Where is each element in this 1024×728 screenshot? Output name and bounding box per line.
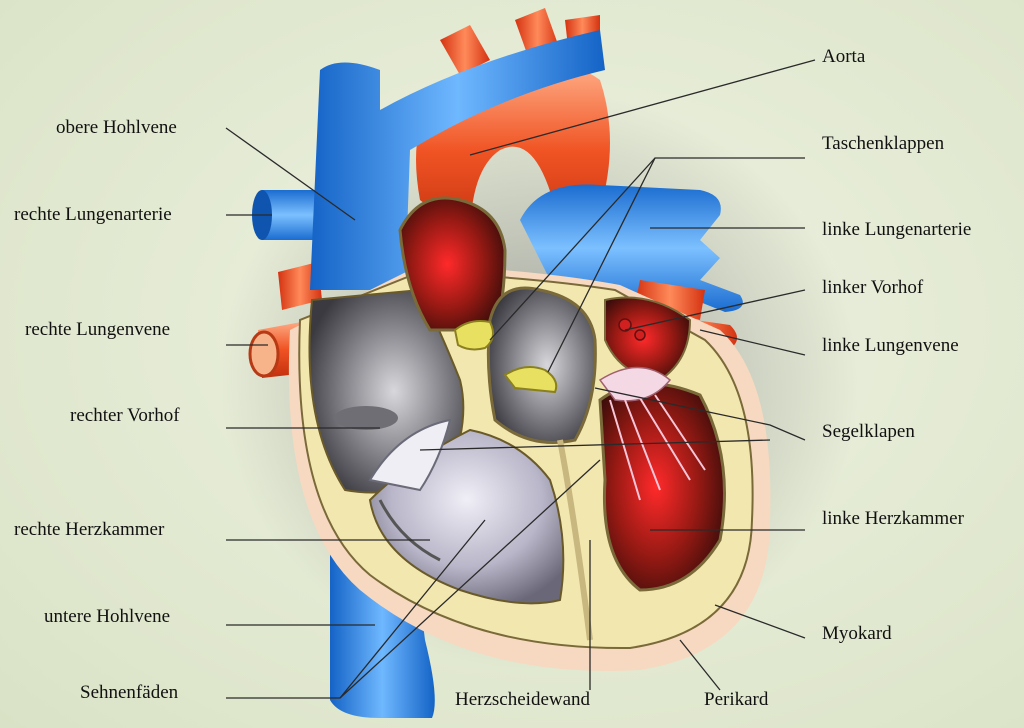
label-rechte-herzkammer: rechte Herzkammer xyxy=(14,519,165,540)
pulmonary-valve xyxy=(453,320,495,351)
left-atrium xyxy=(604,296,692,382)
interventricular-septum xyxy=(557,439,593,641)
label-rechte-lungenarterie: rechte Lungenarterie xyxy=(14,204,172,225)
label-linker-vorhof: linker Vorhof xyxy=(822,277,924,298)
chordae-tendineae-left xyxy=(609,394,706,501)
aortic-root xyxy=(486,286,597,444)
superior-vena-cava xyxy=(310,30,605,290)
label-myokard: Myokard xyxy=(822,623,892,644)
label-segelklappen: Segelklapen xyxy=(822,421,915,442)
label-sehnenfaeden: Sehnenfäden xyxy=(80,682,179,703)
tricuspid-valve xyxy=(368,418,452,492)
left-ventricle xyxy=(598,382,726,592)
aortic-chamber xyxy=(398,196,507,332)
left-pulmonary-vein-upper xyxy=(635,280,705,320)
label-rechter-vorhof: rechter Vorhof xyxy=(70,405,180,426)
right-pulmonary-artery xyxy=(256,190,330,240)
label-linke-herzkammer: linke Herzkammer xyxy=(822,508,964,529)
label-aorta: Aorta xyxy=(822,46,866,67)
aortic-valve xyxy=(503,365,558,394)
label-obere-hohlvene: obere Hohlvene xyxy=(56,117,177,138)
label-taschenklappen: Taschenklappen xyxy=(822,133,945,154)
label-herzscheidewand: Herzscheidewand xyxy=(455,689,591,710)
leader-lines xyxy=(225,59,816,699)
label-linke-lungenvene: linke Lungenvene xyxy=(822,335,959,356)
label-linke-lungenarterie: linke Lungenarterie xyxy=(822,219,972,240)
label-untere-hohlvene: untere Hohlvene xyxy=(44,606,171,627)
label-rechte-lungenvene: rechte Lungenvene xyxy=(25,319,171,340)
label-perikard: Perikard xyxy=(704,689,769,710)
aorta-branch-1 xyxy=(440,25,490,75)
